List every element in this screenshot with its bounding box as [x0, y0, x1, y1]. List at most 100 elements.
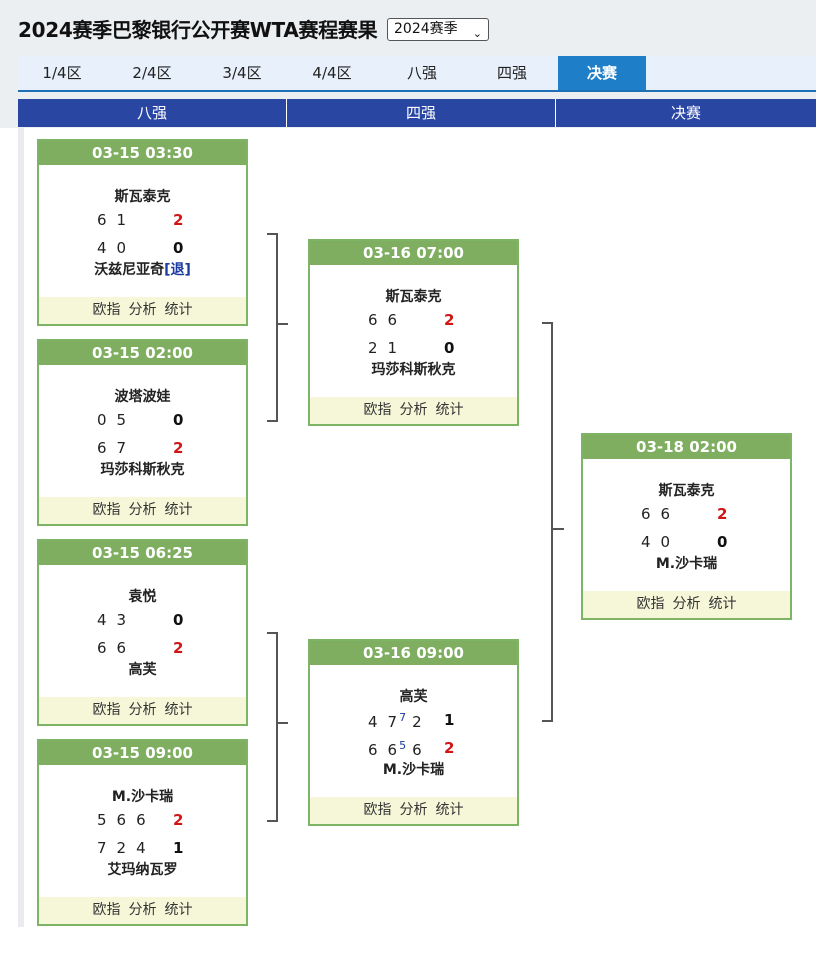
set-score: 6	[387, 741, 398, 759]
sets-won: 2	[173, 639, 184, 657]
odds-link[interactable]: 欧指	[92, 502, 121, 518]
stats-link[interactable]: 统计	[435, 402, 464, 418]
stats-link[interactable]: 统计	[708, 596, 737, 612]
player-name[interactable]: 高芙	[399, 689, 428, 705]
match-links: 欧指分析统计	[39, 897, 246, 924]
player-name[interactable]: 玛莎科斯秋克	[39, 459, 246, 479]
tab-quarterfinals[interactable]: 八强	[406, 64, 437, 82]
set-score: 6	[387, 311, 398, 329]
odds-link[interactable]: 欧指	[636, 596, 665, 612]
player-name[interactable]: 高芙	[39, 659, 246, 679]
player-name[interactable]: 玛莎科斯秋克	[310, 359, 517, 379]
season-select[interactable]: 2024赛季 ⌄	[387, 18, 489, 41]
sets-won: 2	[173, 439, 184, 457]
set-score: 6	[368, 741, 378, 759]
odds-link[interactable]: 欧指	[92, 702, 121, 718]
set-score: 6	[136, 811, 146, 829]
retired-badge: [退]	[164, 262, 191, 278]
analysis-link[interactable]: 分析	[399, 802, 428, 818]
set-score: 6	[97, 439, 107, 457]
match-time: 03-16 09:00	[310, 641, 517, 665]
player-name[interactable]: 斯瓦泰克	[114, 189, 171, 205]
set-score: 6	[97, 639, 107, 657]
set-score: 5	[97, 811, 107, 829]
sets-won: 2	[717, 505, 728, 523]
analysis-link[interactable]: 分析	[128, 902, 157, 918]
bracket-connector	[267, 233, 278, 422]
player-name[interactable]: 袁悦	[128, 589, 157, 605]
player-name[interactable]: 斯瓦泰克	[658, 483, 715, 499]
set-score: 3	[116, 611, 127, 629]
odds-link[interactable]: 欧指	[92, 902, 121, 918]
tab-quarter-3[interactable]: 3/4区	[222, 64, 262, 82]
tab-semifinals[interactable]: 四强	[496, 64, 527, 82]
analysis-link[interactable]: 分析	[128, 502, 157, 518]
player-name-text: 玛莎科斯秋克	[100, 462, 185, 478]
player-name[interactable]: 艾玛纳瓦罗	[39, 859, 246, 879]
player-name[interactable]: 沃兹尼亚奇[退]	[39, 259, 246, 279]
analysis-link[interactable]: 分析	[128, 702, 157, 718]
player-name[interactable]: M.沙卡瑞	[583, 553, 790, 573]
set-score: 6	[641, 505, 651, 523]
stats-link[interactable]: 统计	[164, 502, 193, 518]
stats-link[interactable]: 统计	[164, 302, 193, 318]
analysis-link[interactable]: 分析	[128, 302, 157, 318]
tab-final[interactable]: 决赛	[558, 56, 646, 90]
player-name[interactable]: 波塔波娃	[114, 389, 171, 405]
divider	[555, 99, 556, 127]
round-header-semifinals: 四强	[405, 104, 436, 122]
bracket-connector	[553, 528, 564, 530]
set-score: 0	[97, 411, 107, 429]
player-name[interactable]: 斯瓦泰克	[385, 289, 442, 305]
stats-link[interactable]: 统计	[164, 702, 193, 718]
set-score: 7	[116, 439, 127, 457]
sets-won: 2	[444, 311, 455, 329]
odds-link[interactable]: 欧指	[363, 402, 392, 418]
sets-won: 2	[444, 739, 455, 757]
match-links: 欧指分析统计	[39, 497, 246, 524]
tab-quarter-1[interactable]: 1/4区	[42, 64, 82, 82]
draw-tabs: 1/4区 2/4区 3/4区 4/4区 八强 四强 决赛	[18, 56, 816, 92]
sets-won: 0	[173, 411, 184, 429]
match-time: 03-15 02:00	[39, 341, 246, 365]
player-name-text: 沃兹尼亚奇	[94, 262, 165, 278]
match-time: 03-15 09:00	[39, 741, 246, 765]
tiebreak-score: 5	[399, 739, 407, 752]
page-title: 2024赛季巴黎银行公开赛WTA赛程赛果	[18, 18, 378, 42]
sets-won: 2	[173, 811, 184, 829]
set-score: 4	[641, 533, 651, 551]
tab-quarter-2[interactable]: 2/4区	[132, 64, 172, 82]
odds-link[interactable]: 欧指	[363, 802, 392, 818]
set-score: 4	[136, 839, 146, 857]
round-header-quarterfinals: 八强	[136, 104, 167, 122]
player-name-text: 艾玛纳瓦罗	[107, 862, 178, 878]
odds-link[interactable]: 欧指	[92, 302, 121, 318]
player-name-text: 玛莎科斯秋克	[371, 362, 456, 378]
analysis-link[interactable]: 分析	[399, 402, 428, 418]
player-name-text: M.沙卡瑞	[382, 762, 445, 778]
tab-quarter-4[interactable]: 4/4区	[312, 64, 352, 82]
sets-won: 0	[444, 339, 455, 357]
stats-link[interactable]: 统计	[435, 802, 464, 818]
bracket-connector	[542, 322, 553, 722]
analysis-link[interactable]: 分析	[672, 596, 701, 612]
player-name[interactable]: M.沙卡瑞	[310, 759, 517, 779]
sets-won: 0	[717, 533, 728, 551]
match-time: 03-18 02:00	[583, 435, 790, 459]
player-name[interactable]: M.沙卡瑞	[111, 789, 174, 805]
set-score: 0	[660, 533, 671, 551]
set-score: 6	[412, 741, 422, 759]
set-score: 6	[97, 211, 107, 229]
stats-link[interactable]: 统计	[164, 902, 193, 918]
